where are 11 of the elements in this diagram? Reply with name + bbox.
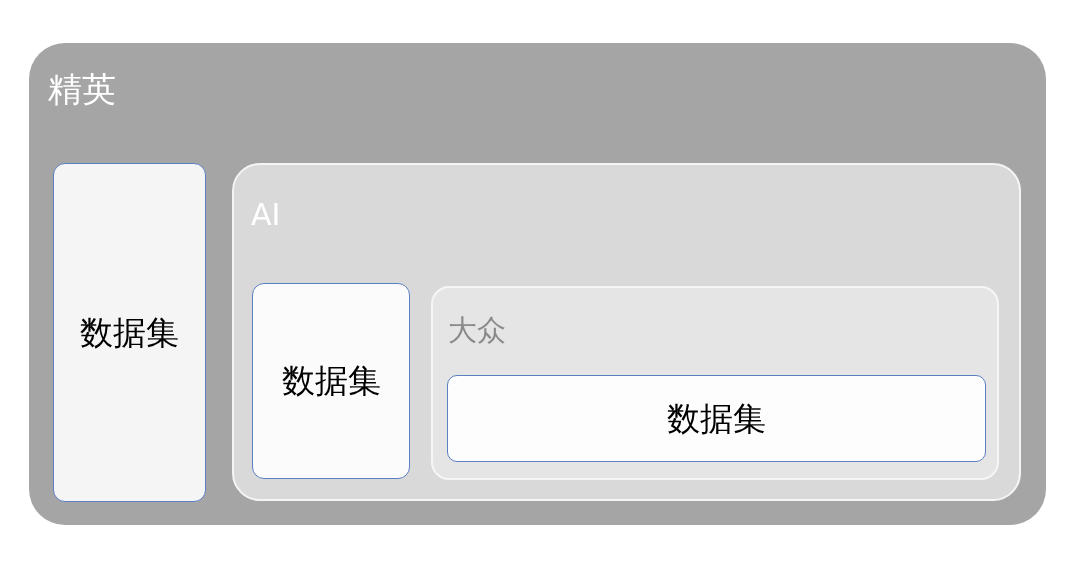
node-label: 数据集 <box>80 312 179 353</box>
group-panel <box>29 43 1046 525</box>
group-title: 大众 <box>448 313 506 348</box>
dataset-panel <box>252 283 410 479</box>
group-panel <box>431 286 999 480</box>
group-title: 精英 <box>48 69 116 110</box>
dataset-panel <box>447 375 986 462</box>
group-panel <box>232 163 1021 501</box>
node-label: 数据集 <box>667 398 766 439</box>
node-label: 数据集 <box>281 361 381 401</box>
dataset-panel <box>53 163 206 502</box>
